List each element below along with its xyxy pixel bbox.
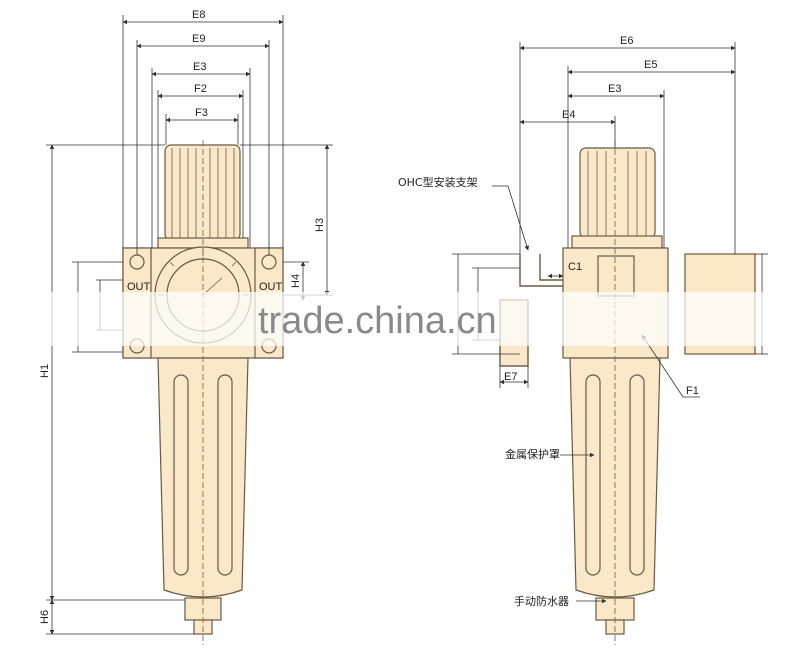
front-view-dimensions — [46, 15, 333, 635]
port-label-left: OUT — [127, 281, 151, 293]
dim-e9: E9 — [192, 33, 205, 45]
dim-f3: F3 — [195, 107, 208, 119]
dim-e4: E4 — [562, 109, 575, 121]
dim-h4: H4 — [290, 274, 302, 288]
dim-c1: C1 — [568, 261, 582, 273]
dim-h3: H3 — [314, 218, 326, 232]
dim-e6: E6 — [620, 35, 633, 47]
watermark: trade.china.cn — [0, 292, 800, 346]
dim-e3: E3 — [193, 61, 206, 73]
dim-f1: F1 — [686, 385, 699, 397]
dim-e5: E5 — [644, 59, 657, 71]
dim-e7: E7 — [504, 371, 517, 383]
filter-bowl — [157, 140, 249, 645]
dim-h6: H6 — [39, 610, 51, 624]
side-knob — [571, 147, 663, 249]
port-label-right: OUT — [259, 281, 283, 293]
dim-e8: E8 — [192, 9, 205, 21]
watermark-text: trade.china.cn — [258, 300, 497, 342]
callout-bracket: OHC型安装支架 — [398, 175, 478, 189]
dim-h1: H1 — [39, 364, 51, 378]
callout-guard: 金属保护罩 — [505, 447, 560, 461]
dim-e3-side: E3 — [608, 83, 621, 95]
dim-f2: F2 — [194, 83, 207, 95]
callout-drain: 手动防水器 — [514, 594, 569, 608]
side-bowl — [569, 140, 661, 645]
